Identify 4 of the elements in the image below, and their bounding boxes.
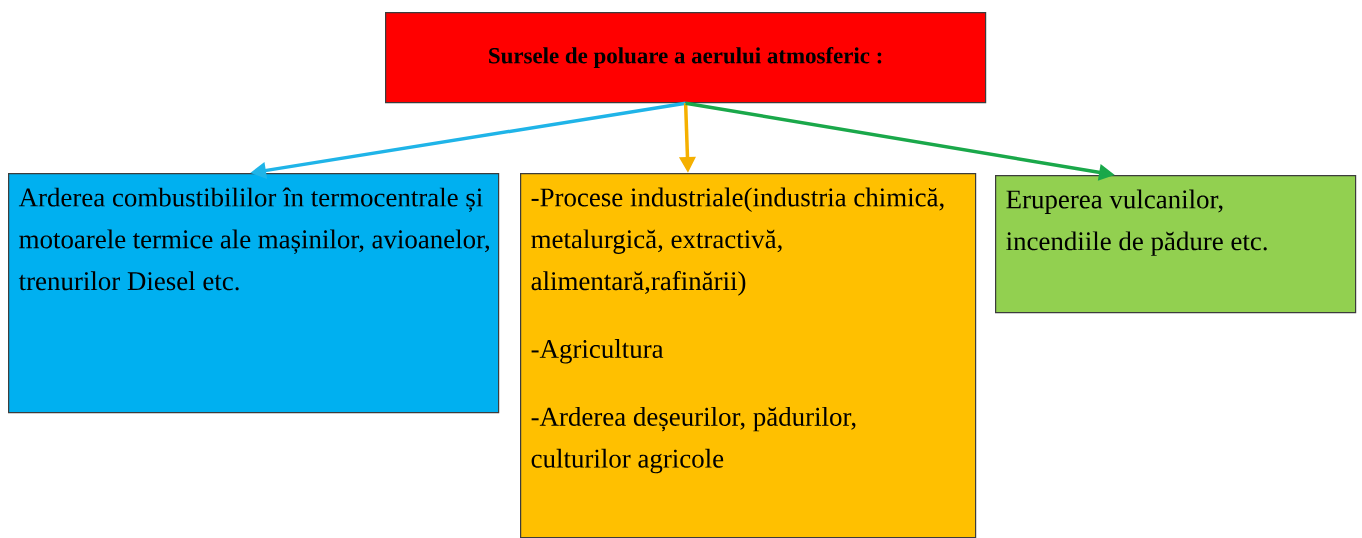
category-box: Arderea combustibililor în termocentrale și motoarele termice ale mașinilor, avioanelor, trenurilor Diesel etc. — [8, 173, 500, 414]
category-box: Eruperea vulcanilor, incendiile de pădure etc. — [995, 175, 1357, 314]
title-box: Sursele de poluare a aerului atmosferic : — [385, 12, 987, 104]
category-box: -Procese industriale(industria chimică, metalurgică, extractivă, alimentară,rafinării) -Agricultura -Arderea deșeurilor, pădurilor, culturilor agricole — [520, 173, 977, 538]
